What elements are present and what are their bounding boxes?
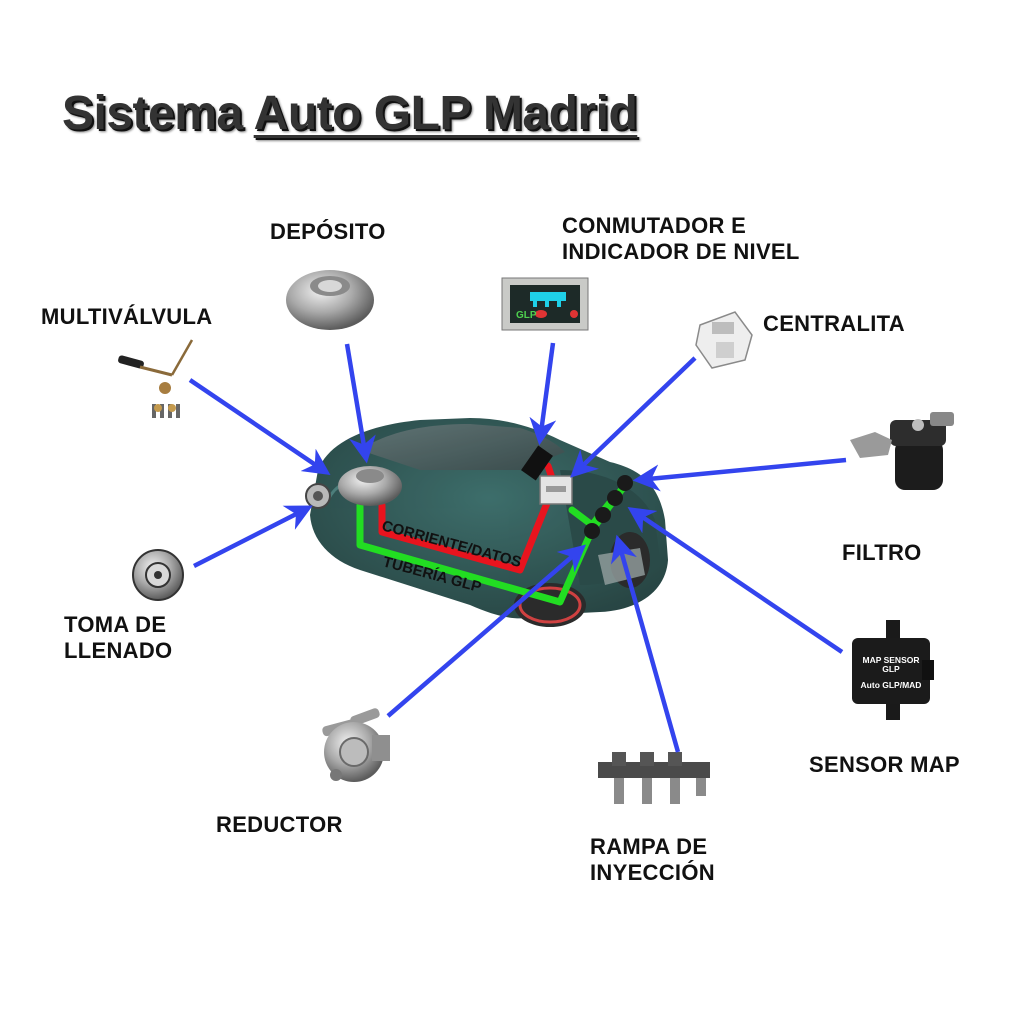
tank-icon xyxy=(286,270,374,330)
title-prefix: Sistema xyxy=(62,87,243,140)
connector-arrows xyxy=(188,342,847,753)
map-sensor-icon: MAP SENSOR GLP Auto GLP/MAD xyxy=(852,620,934,720)
label-reductor-text: REDUCTOR xyxy=(216,812,343,837)
arrow-conmutador xyxy=(529,342,557,446)
ecu-on-car xyxy=(539,475,573,505)
arrow-sensor-map xyxy=(627,506,844,654)
label-sensor-map-text: SENSOR MAP xyxy=(809,752,960,777)
label-sensor-map: SENSOR MAP xyxy=(809,752,960,778)
label-rampa-line2: INYECCIÓN xyxy=(590,860,715,885)
map-sensor-text-3: Auto GLP/MAD xyxy=(861,680,922,690)
label-toma-line2: LLENADO xyxy=(64,638,173,663)
label-conmutador-line1: CONMUTADOR E xyxy=(562,213,747,238)
label-conmutador: CONMUTADOR E INDICADOR DE NIVEL xyxy=(562,213,800,265)
arrow-deposito xyxy=(344,343,376,464)
label-toma-line1: TOMA DE xyxy=(64,612,167,637)
multivalve-icon xyxy=(118,339,194,418)
diagram-title: Sistema Auto GLP Madrid xyxy=(62,86,638,141)
arrow-filtro xyxy=(632,457,847,492)
label-multivalvula: MULTIVÁLVULA xyxy=(41,304,212,330)
label-rampa: RAMPA DE INYECCIÓN xyxy=(590,834,715,886)
filter-icon xyxy=(850,412,954,490)
tank-on-car-icon xyxy=(338,466,402,506)
label-multivalvula-text: MULTIVÁLVULA xyxy=(41,304,213,329)
ecu-icon xyxy=(695,311,753,369)
label-toma: TOMA DE LLENADO xyxy=(64,612,172,664)
label-deposito-text: DEPÓSITO xyxy=(270,219,386,244)
injector-dots xyxy=(584,475,633,539)
arrow-toma xyxy=(192,505,313,569)
map-sensor-text-2: GLP xyxy=(882,664,900,674)
label-deposito: DEPÓSITO xyxy=(270,219,386,245)
switch-display-text: GLP xyxy=(516,310,537,321)
injection-rail-icon xyxy=(598,752,710,804)
title-brand: Auto GLP Madrid xyxy=(253,87,638,140)
label-reductor: REDUCTOR xyxy=(216,812,343,838)
filling-valve-on-car-icon xyxy=(305,483,331,509)
switch-on-car xyxy=(521,445,553,481)
arrow-multivalvula xyxy=(188,378,331,476)
label-centralita-text: CENTRALITA xyxy=(763,311,905,336)
label-filtro-text: FILTRO xyxy=(842,540,922,565)
arrow-rampa xyxy=(610,534,681,753)
map-sensor-text-1: MAP SENSOR xyxy=(863,655,920,665)
label-centralita: CENTRALITA xyxy=(763,311,905,337)
arrow-centralita xyxy=(570,356,697,478)
filling-valve-icon xyxy=(132,549,184,601)
arrow-reductor xyxy=(386,544,587,718)
label-rampa-line1: RAMPA DE xyxy=(590,834,708,859)
label-conmutador-line2: INDICADOR DE NIVEL xyxy=(562,239,800,264)
label-filtro: FILTRO xyxy=(842,540,922,566)
switch-indicator-icon: GLP xyxy=(501,277,589,331)
reducer-icon xyxy=(322,708,390,782)
